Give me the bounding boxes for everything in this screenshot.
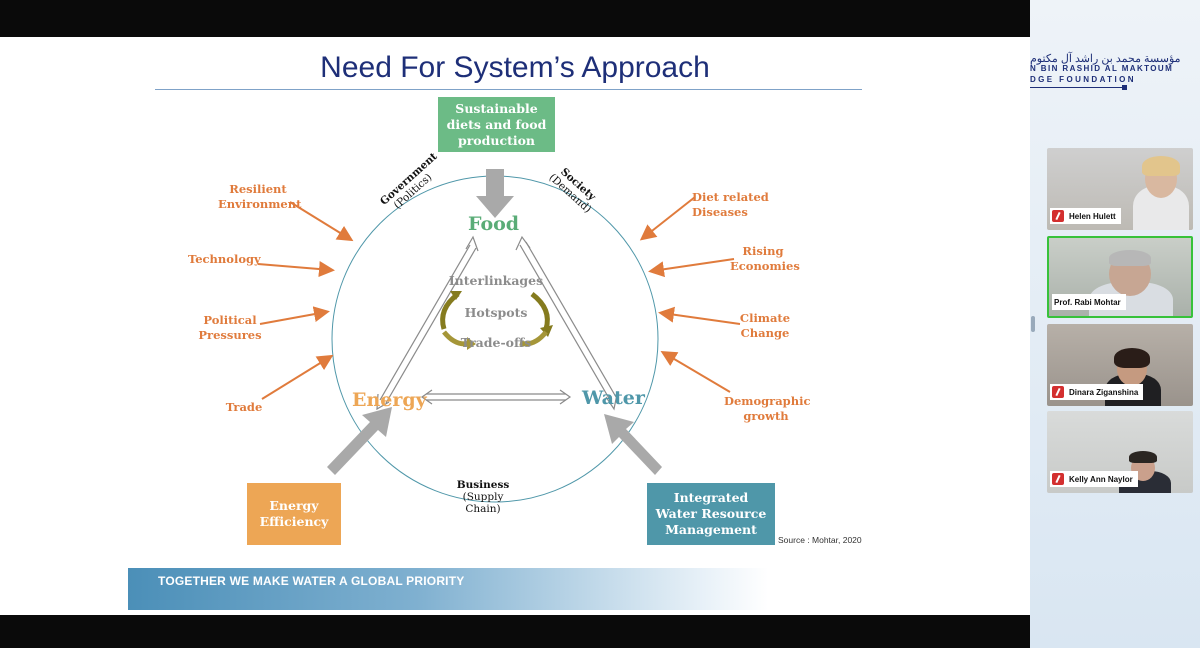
driver-arrow-political [259, 306, 330, 325]
driver-arrow-climate [658, 306, 741, 325]
tradeoffs-label: Trade-offs [460, 335, 532, 350]
muted-mic-icon [1052, 210, 1064, 222]
driver-demographic-growth: Demographic growth [724, 394, 811, 423]
driver-technology: Technology [188, 252, 261, 266]
iwrm-arrow [604, 414, 662, 475]
participant-name-tag: Dinara Ziganshina [1050, 384, 1144, 400]
business-label: Business (Supply Chain) [446, 479, 520, 515]
driver-climate-change: Climate Change [739, 311, 791, 340]
participant-tile-active[interactable]: Prof. Rabi Mohtar [1047, 236, 1193, 318]
driver-political-pressures: Political Pressures [198, 313, 262, 342]
source-citation: Source : Mohtar, 2020 [778, 535, 862, 545]
participant-name: Helen Hulett [1069, 211, 1116, 221]
participant-name: Dinara Ziganshina [1069, 387, 1139, 397]
energy-node: Energy [352, 389, 427, 411]
driver-diet-related-diseases: Diet related Diseases [692, 190, 769, 219]
logo-line-1: N BIN RASHID AL MAKTOUM [1030, 64, 1174, 73]
muted-mic-icon [1052, 386, 1064, 398]
driver-arrow-rising [648, 258, 735, 278]
interlinkages-label: Interlinkages [448, 273, 544, 288]
food-water-link [515, 235, 618, 411]
title-underline [155, 89, 862, 90]
driver-rising-economies: Rising Economies [730, 244, 800, 273]
logo-dot [1122, 85, 1127, 90]
driver-resilient-environment: Resilient Environment [218, 182, 302, 211]
food-energy-link [376, 235, 479, 411]
driver-trade: Trade [225, 400, 263, 414]
participant-name: Prof. Rabi Mohtar [1054, 297, 1121, 307]
nexus-diagram [257, 169, 741, 503]
energy-efficiency-arrow [327, 407, 392, 475]
driver-arrow-diet [639, 196, 696, 241]
slide-title: Need For System’s Approach [320, 51, 710, 84]
panel-resize-handle[interactable] [1031, 316, 1035, 332]
participant-hair [1109, 250, 1151, 266]
foundation-logo: مؤسسة محمد بن راشد آل مكتوم N BIN RASHID… [1030, 48, 1200, 96]
video-top-bar [0, 0, 1030, 37]
logo-line-2: DGE FOUNDATION [1030, 75, 1136, 84]
cycle-arrow-top-right [530, 292, 550, 330]
water-node: Water [582, 387, 645, 409]
participant-hair [1114, 348, 1150, 368]
cycle-arrow-bottom-right [519, 330, 548, 347]
driver-arrow-resilient [289, 201, 354, 242]
iwrm-box: Integrated Water Resource Management [647, 483, 775, 545]
driver-arrow-technology [257, 261, 335, 277]
business-subtitle: (Supply Chain) [462, 491, 504, 515]
participant-hair [1142, 156, 1180, 176]
participant-tile[interactable]: Dinara Ziganshina [1047, 324, 1193, 406]
business-title: Business [456, 479, 510, 491]
participant-tile[interactable]: Kelly Ann Naylor [1047, 411, 1193, 493]
participant-name-tag: Prof. Rabi Mohtar [1052, 294, 1126, 310]
driver-arrow-demographic [660, 350, 731, 393]
diets-to-food-arrow [476, 169, 514, 218]
participant-name: Kelly Ann Naylor [1069, 474, 1133, 484]
driver-arrow-trade [261, 354, 334, 400]
participant-tile[interactable]: Helen Hulett [1047, 148, 1193, 230]
participant-name-tag: Kelly Ann Naylor [1050, 471, 1138, 487]
video-bottom-bar [0, 615, 1030, 648]
hotspots-label: Hotspots [464, 305, 528, 320]
logo-arabic-text: مؤسسة محمد بن راشد آل مكتوم [1030, 53, 1181, 65]
presentation-slide: Need For System’s Approach [0, 37, 1030, 615]
sustainable-diets-box: Sustainable diets and food production [438, 97, 555, 152]
participant-hair [1129, 451, 1157, 463]
slide-banner: TOGETHER WE MAKE WATER A GLOBAL PRIORITY [128, 568, 768, 610]
banner-text: TOGETHER WE MAKE WATER A GLOBAL PRIORITY [158, 574, 465, 588]
muted-mic-icon [1052, 473, 1064, 485]
energy-efficiency-box: Energy Efficiency [247, 483, 341, 545]
energy-water-link [420, 389, 572, 405]
participant-name-tag: Helen Hulett [1050, 208, 1121, 224]
food-node: Food [468, 213, 520, 235]
logo-rule [1030, 87, 1122, 88]
